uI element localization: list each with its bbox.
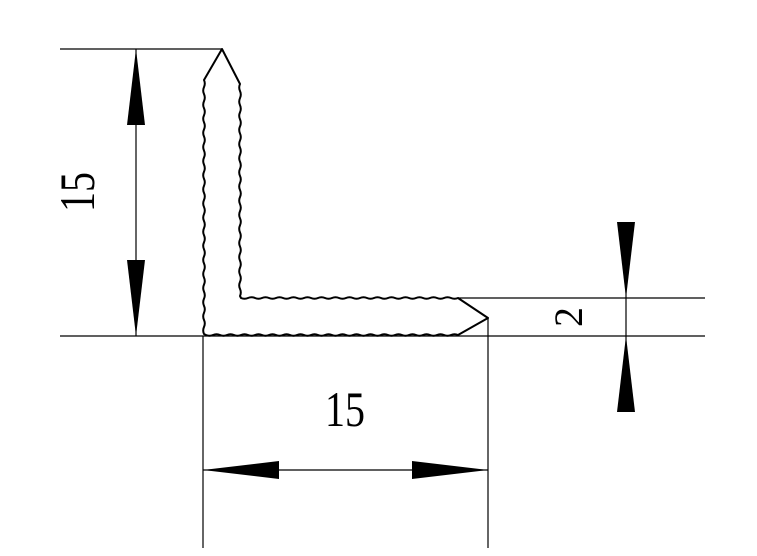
extension-lines xyxy=(60,48,705,548)
arrowheads xyxy=(127,49,635,479)
l-profile-outline xyxy=(202,48,489,337)
width-arrow-left xyxy=(203,461,279,479)
thickness-dimension-label: 2 xyxy=(546,307,591,327)
dimension-lines xyxy=(135,49,627,471)
thickness-arrow-top xyxy=(617,222,635,298)
width-dimension-label: 15 xyxy=(325,382,365,437)
thickness-arrow-bottom xyxy=(617,336,635,412)
height-arrow-bottom xyxy=(127,260,145,336)
height-arrow-top xyxy=(127,49,145,125)
height-dimension-label: 15 xyxy=(50,172,105,212)
width-arrow-right xyxy=(412,461,488,479)
